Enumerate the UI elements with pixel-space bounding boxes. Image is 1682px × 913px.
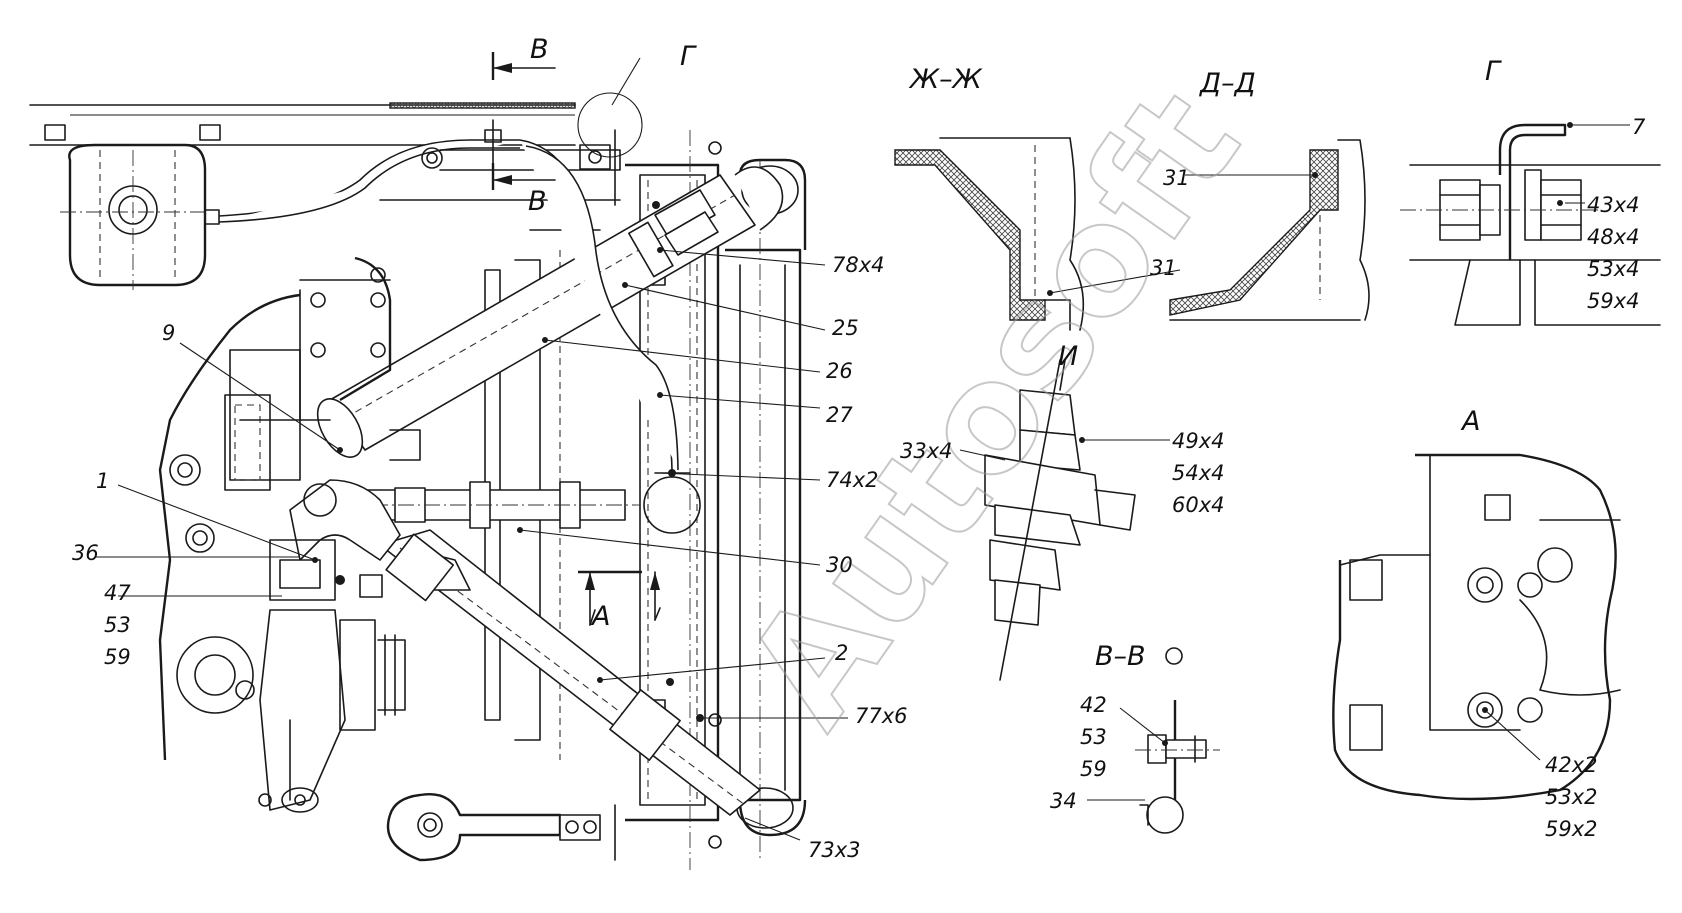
callout-7: 7 [1632,115,1646,139]
callout-59x4: 59x4 [1587,289,1640,313]
callout-59-vv: 59 [1080,757,1107,781]
callout-77x6: 77x6 [855,704,908,728]
vent-tube [519,139,701,534]
marker-v-bottom: В [528,186,547,217]
callout-53x4: 53x4 [1587,257,1640,281]
callout-2: 2 [835,641,848,665]
expansion-tank [60,139,520,290]
alternator-pulleys [176,609,406,813]
callout-48x4: 48x4 [1587,225,1640,249]
section-v-v [1135,647,1220,834]
callout-43x4: 43x4 [1587,193,1640,217]
callout-59: 59 [104,645,131,669]
callout-53-vv: 53 [1080,725,1107,749]
bypass-pipe [320,481,640,529]
section-title-i: И [1058,341,1078,372]
callout-labels: 9 1 36 47 53 59 78x4 25 26 27 74x2 30 2 … [72,115,1646,862]
view-g [1400,123,1661,326]
section-titles: Ж–Ж Д–Д Г Г И А А В В В–В [528,34,1502,672]
callout-74x2: 74x2 [826,468,879,492]
callout-78x4: 78x4 [832,253,885,277]
callout-60x4: 60x4 [1172,493,1225,517]
callout-73x3: 73x3 [808,838,861,862]
section-d-d [1169,139,1370,321]
engine-block [158,256,421,761]
callout-54x4: 54x4 [1172,461,1225,485]
marker-a-main: А [590,601,610,632]
thermostat-elbow [269,479,401,601]
watermark: Autosoft [714,61,1273,756]
view-a [1332,453,1621,801]
marker-g-main: Г [680,41,697,72]
detail-i [984,359,1136,681]
lower-radiator-hose [379,529,761,816]
section-title-a: А [1460,406,1480,437]
section-title-g: Г [1485,56,1502,87]
callout-59x2: 59x2 [1545,817,1598,841]
callout-53: 53 [104,613,131,637]
callout-31-lower: 31 [1150,256,1177,280]
section-title-v-v: В–В [1095,641,1146,672]
callout-26: 26 [826,359,853,383]
callout-53x2: 53x2 [1545,785,1598,809]
main-leader-lines [95,57,848,841]
section-title-d: Д–Д [1199,68,1256,99]
marker-v-top: В [530,34,549,65]
section-zh-zh [894,137,1085,331]
section-markers [491,52,661,626]
callout-1: 1 [96,469,109,493]
callout-42: 42 [1080,693,1107,717]
callout-33x4: 33x4 [900,439,953,463]
callout-27: 27 [826,403,853,427]
callout-42x2: 42x2 [1545,753,1598,777]
callout-30: 30 [826,553,853,577]
callout-31-upper: 31 [1163,166,1190,190]
callout-49x4: 49x4 [1172,429,1225,453]
detail-leader-lines [959,122,1630,801]
callout-9: 9 [162,321,175,345]
lower-bracket [386,793,616,862]
callout-25: 25 [832,316,859,340]
section-title-zh: Ж–Ж [908,64,983,95]
callout-34: 34 [1050,789,1077,813]
main-assembly-view [29,52,848,870]
callout-36: 36 [72,541,99,565]
callout-47: 47 [104,581,131,605]
